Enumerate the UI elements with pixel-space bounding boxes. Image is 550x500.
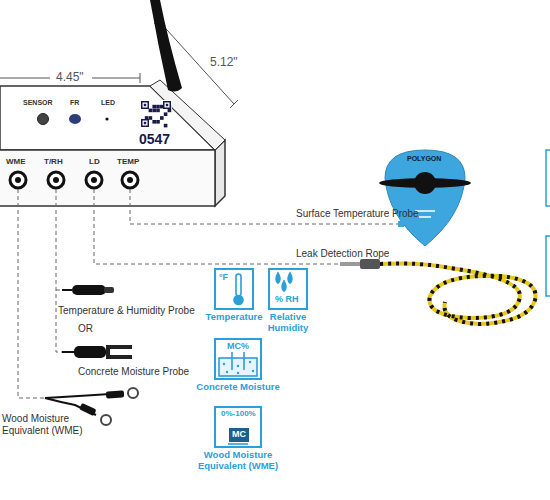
- qr-module: [144, 104, 146, 106]
- device-id: 0547: [139, 131, 170, 147]
- part-name: Concrete Moisture Probe: [78, 366, 189, 378]
- dimension: 5.12": [210, 56, 238, 70]
- concrete-moisture-probe: [62, 345, 132, 359]
- icon-tile: °FTemperature: [214, 268, 254, 310]
- port-label: LD: [89, 157, 100, 166]
- port-label: WME: [6, 157, 26, 166]
- button-label: LED: [101, 99, 115, 107]
- device-housing: [0, 80, 225, 206]
- qr-module: [144, 122, 146, 124]
- dimension: 4.45": [56, 71, 84, 85]
- tile-symbol: % RH: [275, 295, 299, 305]
- led-dot: [105, 117, 108, 120]
- qr-module: [166, 104, 168, 106]
- qr-module: [164, 124, 168, 128]
- cut-off-panels: [546, 150, 550, 296]
- sensor-button: [38, 114, 49, 125]
- qr-module: [149, 116, 153, 120]
- tile-caption: Temperature: [196, 312, 272, 323]
- leader-lines: [18, 189, 398, 398]
- icon-tile: MC%Concrete Moisture: [214, 338, 262, 380]
- leak-detection-rope: [340, 259, 536, 324]
- qr-module: [149, 109, 153, 113]
- note: OR: [78, 323, 93, 335]
- qr-module: [152, 105, 156, 109]
- qr-module: [163, 101, 171, 109]
- ports: [10, 172, 138, 188]
- fr-button: [69, 114, 81, 124]
- part-name: Temperature & Humidity Probe: [58, 305, 195, 317]
- qr-module: [165, 103, 170, 108]
- qr-module: [141, 101, 149, 109]
- tile-symbol: °F: [219, 273, 228, 283]
- qr-module: [156, 109, 160, 113]
- qr-module: [156, 120, 160, 124]
- icon-tile: % RHRelative Humidity: [268, 268, 308, 310]
- icon-tile: 0%-100%MCWood Moisture Equivalent (WME): [214, 406, 262, 448]
- part-name: Leak Detection Rope: [296, 248, 389, 260]
- qr-module: [160, 116, 164, 120]
- antenna: [150, 0, 182, 92]
- qr-module: [152, 109, 156, 113]
- qr-module: [143, 121, 148, 126]
- tile-caption: Concrete Moisture: [193, 382, 283, 393]
- qr-module: [141, 119, 149, 127]
- qr-module: [164, 112, 168, 116]
- qr-module: [168, 109, 172, 113]
- tile-caption: Relative Humidity: [258, 312, 318, 334]
- part-name: Surface Temperature Probe: [296, 208, 419, 220]
- brand-name: POLYGON: [407, 155, 441, 163]
- surface-temperature-probe: [379, 150, 471, 246]
- port-label: TEMP: [117, 157, 139, 166]
- temperature-humidity-probe: [62, 285, 114, 295]
- part-name: Wood Moisture Equivalent (WME): [2, 413, 94, 436]
- mc-badge: MC: [229, 428, 249, 442]
- qr-module: [152, 120, 156, 124]
- port-label: T/RH: [44, 157, 63, 166]
- tile-symbol: MC%: [227, 342, 249, 352]
- tile-symbol: 0%-100%: [221, 410, 256, 419]
- button-label: SENSOR: [23, 99, 53, 107]
- port-holes: [15, 177, 133, 183]
- button-label: FR: [70, 99, 79, 107]
- tile-caption: Wood Moisture Equivalent (WME): [192, 450, 284, 472]
- qr-module: [143, 103, 148, 108]
- qr-module: [156, 105, 160, 109]
- qr-code: [140, 100, 172, 128]
